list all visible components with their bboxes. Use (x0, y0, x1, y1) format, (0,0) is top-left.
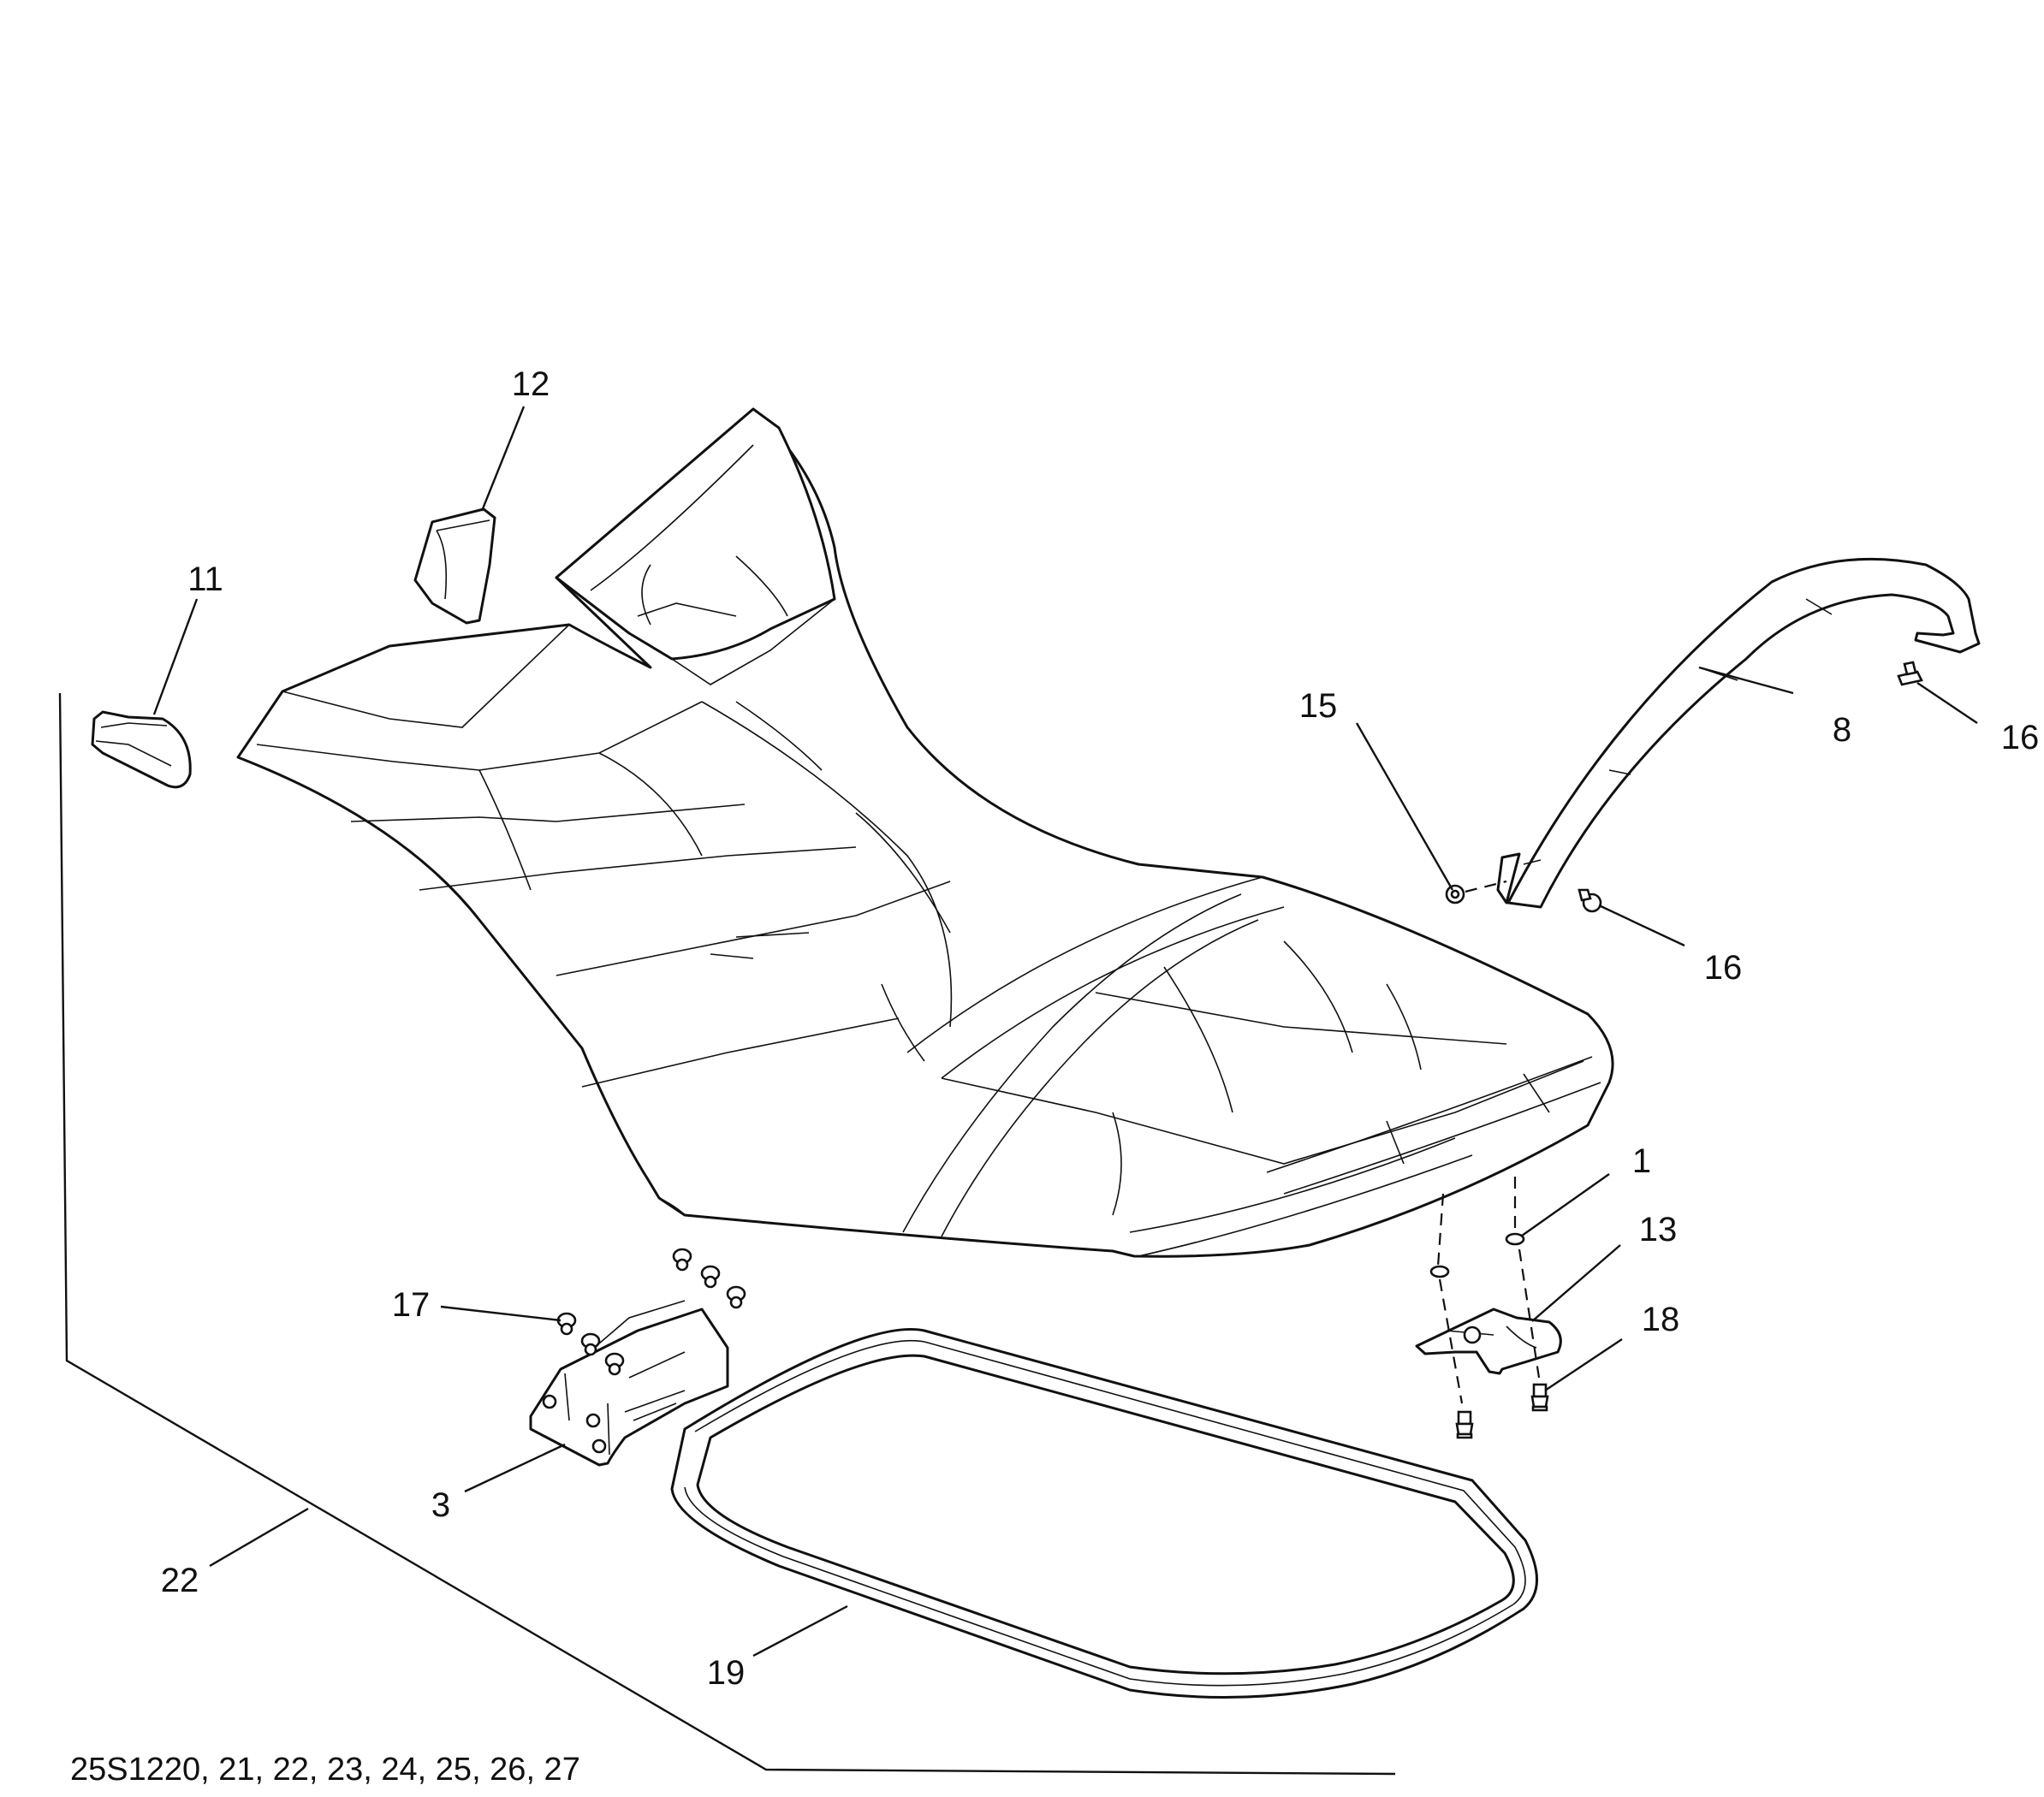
leader-18 (1544, 1338, 1623, 1391)
callout-19: 19 (707, 1654, 746, 1692)
callout-15: 15 (1299, 687, 1338, 725)
reference-code: 25S1220, 21, 22, 23, 24, 25, 26, 27 (70, 1752, 580, 1788)
callout-17: 17 (392, 1286, 431, 1324)
callout-22: 22 (161, 1562, 199, 1599)
part-1-washers (1429, 1232, 1525, 1278)
part-15-clip (1445, 884, 1465, 904)
seat-main-body (236, 407, 1614, 1258)
leader-3 (464, 1443, 566, 1493)
callout-18: 18 (1642, 1301, 1680, 1338)
part-8-grab-strap (1496, 557, 1981, 909)
leader-17 (440, 1305, 562, 1322)
leader-8 (1698, 666, 1794, 695)
callout-16-upper: 16 (2001, 719, 2040, 756)
assembly-bracket-line (58, 692, 1396, 1776)
callout-16-lower: 16 (1704, 949, 1743, 987)
part-19-seal (670, 1327, 1538, 1699)
callout-8: 8 (1833, 711, 1851, 749)
part-13-front-latch (1415, 1308, 1562, 1375)
dashed-guide-latch-right (1513, 1177, 1541, 1379)
leader-16-lower (1598, 904, 1685, 947)
part-16-fastener-upper (1897, 661, 1923, 686)
part-16-fastener-lower (1578, 888, 1602, 913)
part-17-washers (556, 1248, 746, 1376)
part-12-upper-deflector (413, 507, 496, 625)
leader-19 (752, 1604, 848, 1658)
leader-22 (209, 1507, 309, 1568)
dashed-guide-clip (1465, 880, 1507, 893)
part-18-screws (1455, 1383, 1549, 1439)
leader-16-upper (1916, 682, 1978, 724)
leader-13 (1531, 1244, 1621, 1322)
callout-3: 3 (431, 1486, 450, 1524)
leader-15 (1355, 722, 1454, 891)
callout-1: 1 (1632, 1142, 1651, 1180)
leader-12 (480, 406, 526, 512)
callout-13: 13 (1639, 1211, 1678, 1248)
leader-11 (152, 598, 199, 715)
callout-11: 11 (187, 560, 223, 598)
dashed-guide-latch-left (1436, 1193, 1464, 1404)
callout-12: 12 (512, 365, 550, 403)
part-3-latch-bracket (529, 1300, 729, 1467)
leader-1 (1521, 1173, 1610, 1237)
part-11-left-deflector (91, 710, 192, 789)
